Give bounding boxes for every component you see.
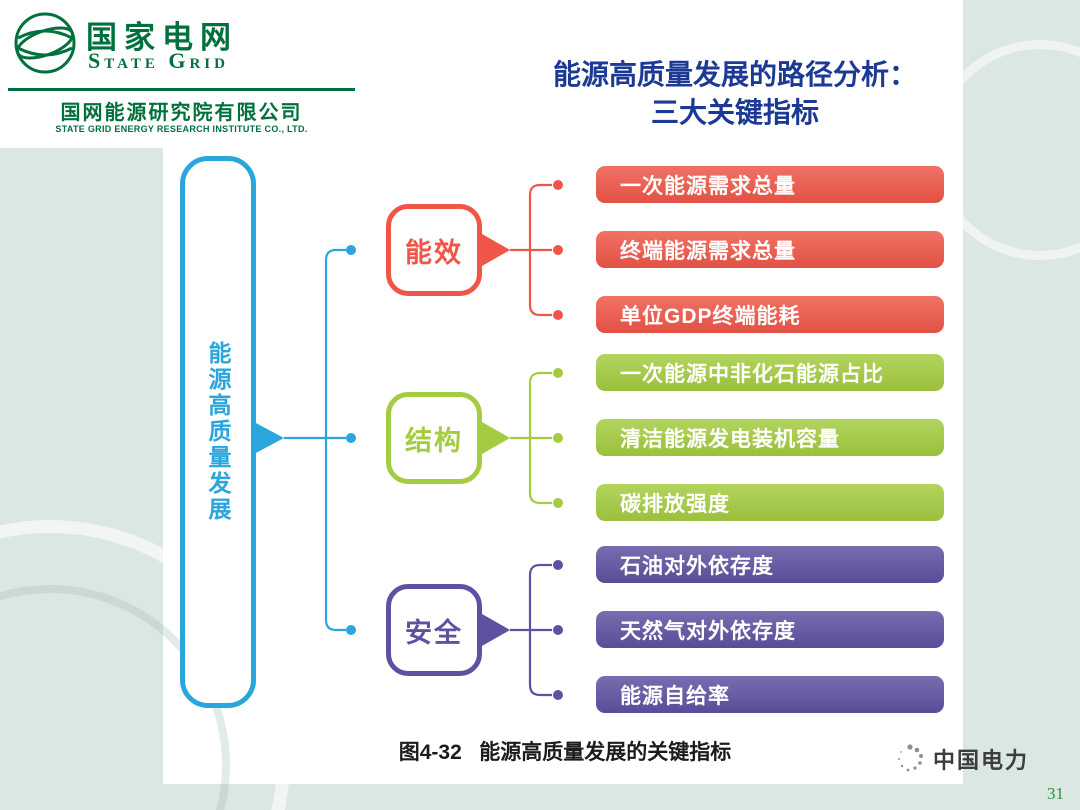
indicator-bar: 终端能源需求总量 [596,231,944,268]
header-divider [8,88,355,91]
root-arrow-icon [254,422,284,454]
indicator-label: 石油对外依存度 [620,554,774,578]
slide-title-line2: 三大关键指标 [650,97,819,128]
indicator-bar: 清洁能源发电装机容量 [596,419,944,456]
org-name-cn: 国网能源研究院有限公司 [60,102,303,124]
branch-connector [510,180,563,320]
indicator-bar: 能源自给率 [596,676,944,713]
indicator-bar: 一次能源需求总量 [596,166,944,203]
china-power-logo-icon [898,744,923,772]
root-node-label: 能源高质量发展 [205,341,231,523]
branch-arrow-icon [482,234,510,266]
indicator-label: 终端能源需求总量 [620,239,796,263]
trunk-connector [284,245,356,635]
indicator-label: 天然气对外依存度 [620,619,796,643]
branch-node-label: 能效 [405,237,463,268]
indicator-bar: 单位GDP终端能耗 [596,296,944,333]
indicator-bar: 石油对外依存度 [596,546,944,583]
slide-title-line1: 能源高质量发展的路径分析： [552,59,917,90]
branch-arrow-icon [482,422,510,454]
branch-node-security: 安全 [386,584,482,676]
indicator-bar: 天然气对外依存度 [596,611,944,648]
figure-caption: 图4-32 能源高质量发展的关键指标 [398,741,732,764]
indicator-label: 清洁能源发电装机容量 [620,427,840,451]
indicator-label: 单位GDP终端能耗 [620,304,801,328]
brand-name-en: State Grid [88,48,229,73]
page-number: 31 [1047,784,1064,803]
branch-node-structure: 结构 [386,392,482,484]
branch-connector [510,560,563,700]
branch-connector [510,368,563,508]
brand-name-cn: 国家电网 [86,20,238,55]
branch-node-efficiency: 能效 [386,204,482,296]
slide-title: 能源高质量发展的路径分析： 三大关键指标 [510,56,960,132]
state-grid-globe-icon [14,12,76,74]
branch-node-label: 安全 [405,617,463,648]
watermark: 中国电力 [893,742,1029,776]
root-node: 能源高质量发展 [180,156,256,708]
indicator-bar: 碳排放强度 [596,484,944,521]
branch-arrow-icon [482,614,510,646]
branch-node-label: 结构 [405,425,463,456]
org-name-en: STATE GRID ENERGY RESEARCH INSTITUTE CO.… [55,124,308,134]
indicator-label: 碳排放强度 [620,492,730,516]
watermark-text: 中国电力 [933,748,1030,773]
indicator-label: 一次能源中非化石能源占比 [620,362,884,386]
indicator-label: 一次能源需求总量 [620,174,796,198]
indicator-label: 能源自给率 [620,684,730,708]
indicator-bar: 一次能源中非化石能源占比 [596,354,944,391]
